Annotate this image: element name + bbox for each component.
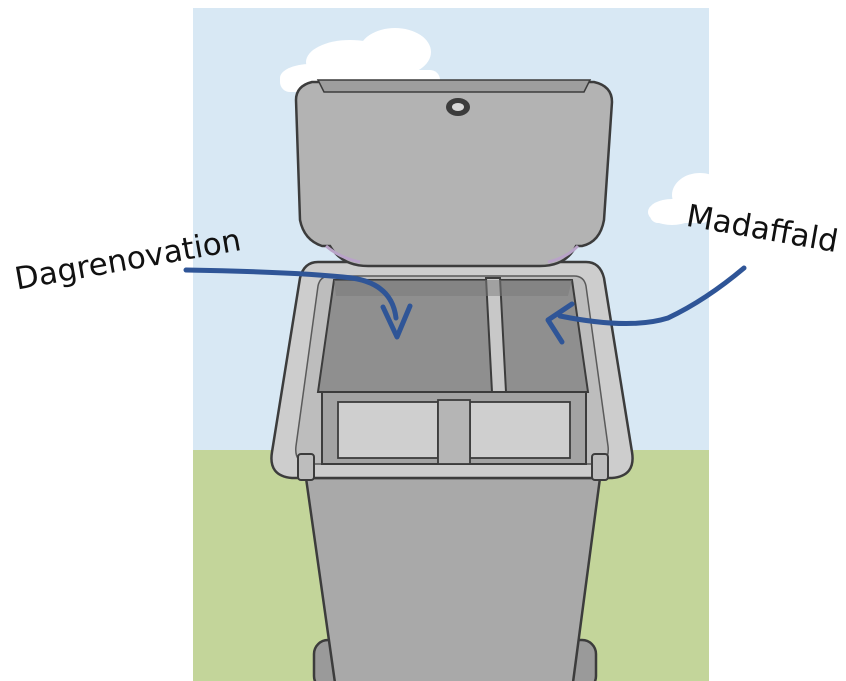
front-panel-right (469, 401, 571, 459)
front-center-post (437, 399, 471, 465)
lid-lock-icon (446, 98, 470, 116)
bin-interior (316, 277, 590, 393)
curved-arrow-left-down-icon (545, 265, 747, 345)
bin-lid (294, 79, 614, 268)
curved-arrow-down-icon (183, 267, 413, 340)
cloud-right (648, 173, 728, 225)
hinges (297, 453, 609, 481)
bin-front-frame (321, 391, 587, 465)
front-panel-left (337, 401, 439, 459)
bin-body (304, 476, 602, 681)
